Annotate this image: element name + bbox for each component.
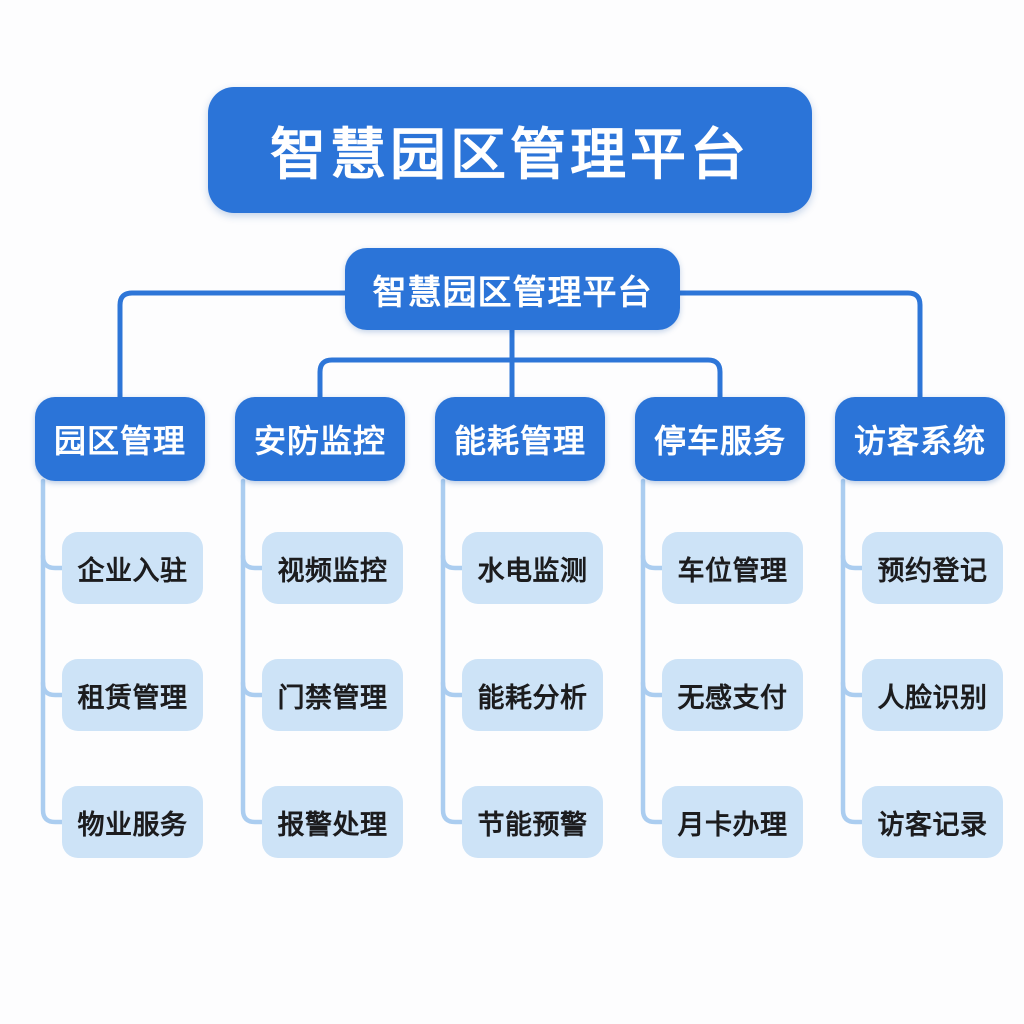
leaf-label: 人脸识别	[877, 682, 988, 713]
page-title: 智慧园区管理平台	[270, 122, 750, 186]
leaf-label: 物业服务	[77, 809, 188, 840]
leaf-label: 节能预警	[477, 809, 588, 840]
leaf-video-surveillance: 视频监控	[262, 532, 403, 604]
category-label: 访客系统	[853, 423, 986, 459]
category-label: 能耗管理	[453, 423, 586, 459]
leaf-label: 能耗分析	[477, 682, 588, 713]
connector-col5-row2	[840, 680, 869, 698]
category-visitor-system: 访客系统	[835, 397, 1005, 481]
connector-col4-row2	[640, 680, 669, 698]
leaf-access-control: 门禁管理	[262, 659, 403, 731]
leaf-energy-analysis: 能耗分析	[462, 659, 603, 731]
leaf-face-recognition: 人脸识别	[862, 659, 1003, 731]
root-node-label: 智慧园区管理平台	[372, 273, 653, 312]
leaf-visitor-records: 访客记录	[862, 786, 1003, 858]
connector-col3-spine	[440, 478, 469, 825]
category-label: 园区管理	[53, 423, 186, 459]
leaf-label: 无感支付	[677, 682, 788, 713]
connector-col5-spine	[840, 478, 869, 825]
category-label: 安防监控	[253, 423, 386, 459]
leaf-energy-saving-alert: 节能预警	[462, 786, 603, 858]
category-label: 停车服务	[653, 423, 786, 459]
leaf-contactless-payment: 无感支付	[662, 659, 803, 731]
connector-col3-row1	[440, 553, 469, 571]
connector-col2-spine	[240, 478, 269, 825]
leaf-label: 预约登记	[877, 555, 988, 586]
leaf-label: 车位管理	[677, 555, 788, 586]
leaf-appointment-registration: 预约登记	[862, 532, 1003, 604]
connector-col2-row1	[240, 553, 269, 571]
connector-col3-row2	[440, 680, 469, 698]
leaf-label: 租赁管理	[77, 682, 188, 713]
connector-root-branch	[317, 357, 723, 401]
connector-col1-row2	[40, 680, 69, 698]
leaf-utility-monitoring: 水电监测	[462, 532, 603, 604]
leaf-parking-space-management: 车位管理	[662, 532, 803, 604]
leaf-label: 报警处理	[277, 809, 388, 840]
connector-col4-spine	[640, 478, 669, 825]
leaf-monthly-pass: 月卡办理	[662, 786, 803, 858]
connector-col5-row1	[840, 553, 869, 571]
root-node: 智慧园区管理平台	[345, 248, 680, 330]
leaf-enterprise-onboarding: 企业入驻	[62, 532, 203, 604]
connector-col1-spine	[40, 478, 69, 825]
connector-col2-row2	[240, 680, 269, 698]
category-parking-service: 停车服务	[635, 397, 805, 481]
category-park-management: 园区管理	[35, 397, 205, 481]
category-energy-management: 能耗管理	[435, 397, 605, 481]
page-title-banner: 智慧园区管理平台	[208, 87, 812, 213]
connector-root-to-visitor	[677, 290, 923, 401]
connector-col1-row1	[40, 553, 69, 571]
leaf-label: 访客记录	[877, 809, 988, 840]
leaf-label: 月卡办理	[677, 809, 788, 840]
leaf-lease-management: 租赁管理	[62, 659, 203, 731]
leaf-alarm-handling: 报警处理	[262, 786, 403, 858]
leaf-label: 门禁管理	[277, 682, 388, 713]
leaf-property-services: 物业服务	[62, 786, 203, 858]
connector-root-to-park	[117, 290, 348, 401]
leaf-label: 企业入驻	[77, 555, 188, 586]
connector-col4-row1	[640, 553, 669, 571]
category-security-monitoring: 安防监控	[235, 397, 405, 481]
leaf-label: 水电监测	[477, 555, 588, 586]
leaf-label: 视频监控	[277, 555, 388, 586]
